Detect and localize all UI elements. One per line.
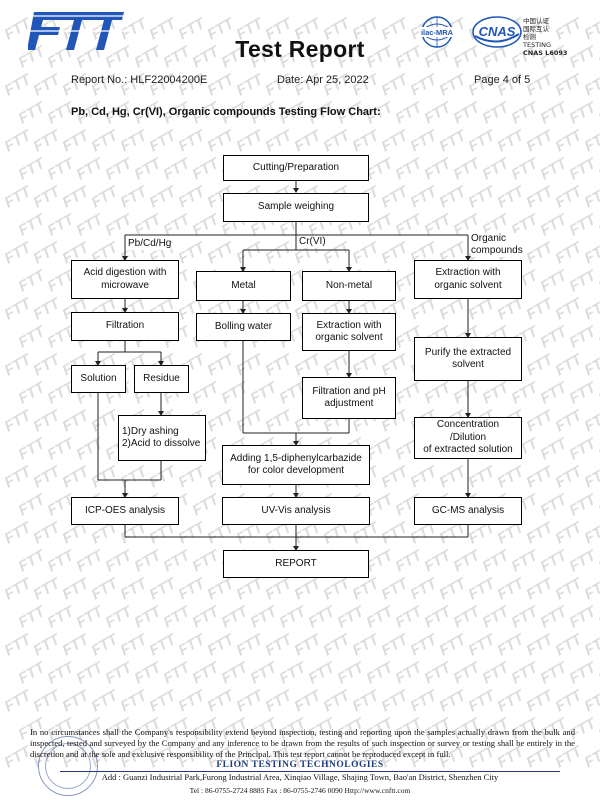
step-label: for color development	[247, 465, 345, 476]
step-label: Bolling water	[214, 320, 273, 332]
certification-logos: ilac-MRA CNAS	[419, 16, 522, 48]
report-title: Test Report	[235, 36, 365, 62]
step-label: Metal	[231, 279, 256, 291]
disclaimer-text: In no circumstances shall the Company's …	[30, 727, 575, 759]
branch-label-line: Organic	[471, 233, 507, 244]
step-label: Residue	[143, 372, 180, 384]
step-extraction-cr: Extraction with organic solvent	[302, 313, 396, 351]
step-gc-ms-analysis: GC-MS analysis	[414, 497, 522, 525]
company-contact: Tel : 86-0755-2724 8885 Fax : 86-0755-27…	[189, 786, 411, 795]
footer-divider	[60, 771, 560, 772]
ilac-text: ilac-MRA	[421, 28, 454, 37]
section-title: Pb, Cd, Hg, Cr(VI), Organic compounds Te…	[71, 106, 381, 118]
step-purify-solvent: Purify the extracted solvent	[414, 337, 522, 381]
ftt-logo	[28, 12, 124, 50]
step-metal: Metal	[196, 271, 291, 301]
ilac-mra-logo: ilac-MRA	[419, 16, 455, 48]
step-uv-vis-analysis: UV-Vis analysis	[222, 497, 370, 525]
company-name: FLION TESTING TECHNOLOGIES	[216, 760, 384, 770]
step-cutting-preparation: Cutting/Preparation	[223, 155, 369, 181]
step-label: 1)Dry ashing	[122, 425, 179, 437]
cnas-line: 检测	[523, 33, 536, 41]
step-label: Sample weighing	[257, 201, 335, 213]
cnas-text: CNAS	[479, 24, 516, 39]
step-label: organic solvent	[434, 279, 502, 291]
cnas-accreditation-text: 中国认证 国际互认 检测 TESTING CNAS L6093	[523, 17, 567, 57]
company-address: Add : Guanzi Industrial Park,Furong Indu…	[101, 772, 499, 782]
step-filtration-ph: Filtration and pH adjustment	[302, 377, 396, 419]
company-seal-inner	[45, 743, 91, 789]
step-label: Concentration /Dilution	[436, 419, 500, 443]
step-residue: Residue	[134, 365, 189, 393]
report-date: Date: Apr 25, 2022	[277, 74, 369, 86]
step-label: Filtration	[105, 320, 145, 332]
report-number: Report No.: HLF22004200E	[71, 74, 208, 86]
step-label: Solution	[80, 372, 117, 384]
step-label: Filtration and pH	[312, 385, 386, 397]
step-label: Non-metal	[325, 279, 373, 291]
step-non-metal: Non-metal	[302, 271, 396, 301]
step-label: Extraction with	[316, 319, 382, 331]
cnas-line: 国际互认	[523, 25, 549, 33]
step-dry-ashing: 1)Dry ashing 2)Acid to dissolve	[118, 415, 206, 461]
branch-label-organic: Organic compounds	[471, 233, 523, 257]
cnas-logo: CNAS	[472, 16, 522, 48]
step-label: UV-Vis analysis	[261, 504, 331, 516]
step-concentration-dilution: Concentration /Dilution of extracted sol…	[414, 417, 522, 459]
step-label: 2)Acid to dissolve	[122, 438, 201, 449]
branch-label-line: compounds	[471, 245, 523, 256]
step-extraction-organic: Extraction with organic solvent	[414, 260, 522, 299]
step-label: Adding 1,5-diphenylcarbazide	[230, 452, 362, 464]
step-label: microwave	[101, 279, 149, 291]
step-label: organic solvent	[315, 332, 383, 343]
step-label: Purify the extracted	[424, 346, 512, 358]
step-boiling-water: Bolling water	[196, 313, 291, 341]
step-icp-oes-analysis: ICP-OES analysis	[71, 497, 179, 525]
step-solution: Solution	[71, 365, 126, 393]
step-sample-weighing: Sample weighing	[223, 193, 369, 222]
step-label: REPORT	[275, 557, 317, 569]
step-label: solvent	[452, 359, 484, 370]
step-label: adjustment	[324, 398, 374, 409]
step-label: Acid digestion with	[83, 267, 167, 278]
branch-label-crvi: Cr(VI)	[299, 236, 326, 248]
step-label: Cutting/Preparation	[252, 161, 340, 173]
company-seal	[38, 736, 98, 796]
step-report: REPORT	[223, 550, 369, 578]
cnas-line: CNAS L6093	[523, 49, 568, 57]
step-acid-digestion: Acid digestion with microwave	[71, 260, 179, 299]
page-number: Page 4 of 5	[474, 74, 531, 86]
step-adding-diphenylcarbazide: Adding 1,5-diphenylcarbazide for color d…	[222, 445, 370, 485]
step-label: of extracted solution	[423, 444, 513, 456]
branch-label-pb-cd-hg: Pb/Cd/Hg	[128, 238, 172, 250]
step-label: Extraction with	[435, 267, 501, 278]
cnas-line: 中国认证	[523, 17, 549, 25]
step-label: ICP-OES analysis	[84, 504, 166, 516]
step-label: GC-MS analysis	[431, 504, 505, 516]
cnas-line: TESTING	[523, 41, 551, 49]
step-filtration: Filtration	[71, 312, 179, 341]
